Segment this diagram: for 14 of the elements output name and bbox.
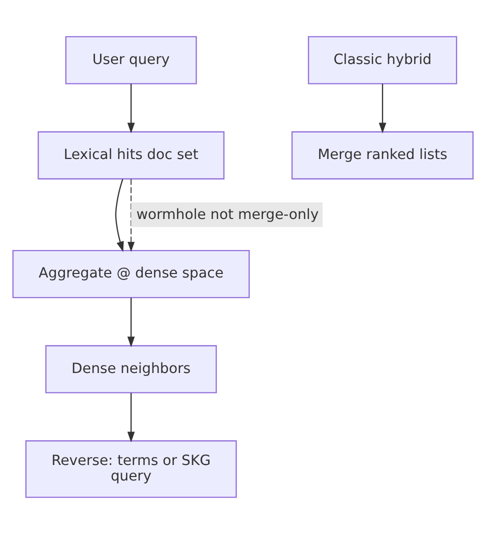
arrow [378, 84, 386, 134]
node-box: Merge ranked lists [291, 131, 474, 180]
node-box: Lexical hits doc set [38, 131, 224, 180]
arrow [127, 298, 135, 348]
arrow [115, 178, 124, 252]
arrow [128, 178, 135, 252]
arrow [127, 84, 135, 134]
node-box: Reverse: terms or SKG query [25, 440, 237, 498]
node-box: User query [65, 36, 197, 84]
node-box: Dense neighbors [45, 345, 217, 394]
edge-label: wormhole not merge-only [136, 206, 319, 223]
node-box: Classic hybrid [308, 36, 458, 84]
arrow [127, 393, 135, 442]
node-box: Aggregate @ dense space [12, 250, 250, 298]
